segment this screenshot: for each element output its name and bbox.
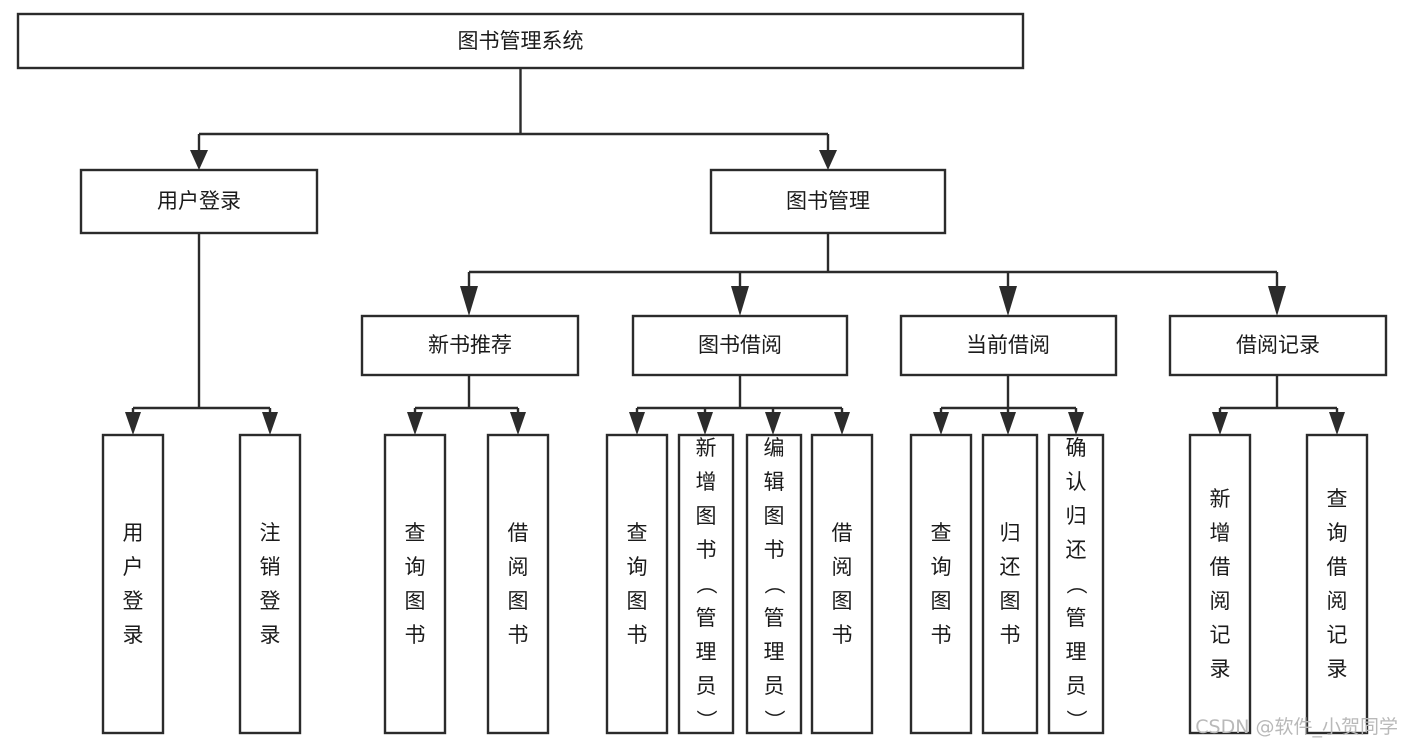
node-leaf-borrow-book-1[interactable]: 借阅图书 [486,433,550,735]
node-root-box[interactable] [16,12,1025,70]
svg-text:）: ） [762,710,786,731]
node-leaf-edit-book-box[interactable] [745,433,803,735]
arrow-head-leaf-add-book [697,412,713,435]
node-leaf-edit-book[interactable]: 编辑图书管理员 （ ） [745,433,803,735]
node-leaf-user-logout[interactable]: 注销登录 [238,433,302,735]
node-leaf-query-book-1[interactable]: 查询图书 [383,433,447,735]
node-borrow-record[interactable]: 借阅记录 [1168,314,1388,377]
node-book-borrow-box[interactable] [631,314,849,377]
arrow-head-leaf-query-book-3 [933,412,949,435]
svg-text:（: （ [694,574,718,595]
node-book-management[interactable]: 图书管理 [709,168,947,235]
node-leaf-borrow-book-1-box[interactable] [486,433,550,735]
arrow-head-leaf-query-book-1 [407,412,423,435]
node-leaf-add-record[interactable]: 新增借阅记录 [1188,433,1252,735]
arrow-head-borrow-record [1268,286,1286,316]
node-current-borrow-box[interactable] [899,314,1118,377]
node-leaf-add-book-label: 新增图书管理员 [696,436,717,698]
arrow-head-new-book-recommend [460,286,478,316]
node-current-borrow[interactable]: 当前借阅 [899,314,1118,377]
node-leaf-query-book-2[interactable]: 查询图书 [605,433,669,735]
node-leaf-borrow-book-2[interactable]: 借阅图书 [810,433,874,735]
node-leaf-edit-book-label: 编辑图书管理员 [764,436,785,698]
node-leaf-user-login-label: 用户登录 [123,521,144,647]
node-book-borrow-label: 图书借阅 [698,333,782,357]
node-leaf-confirm-return-box[interactable] [1047,433,1105,735]
node-leaf-add-book-box[interactable] [677,433,735,735]
node-leaf-return-book-label: 归还图书 [1000,521,1021,647]
svg-text:）: ） [1064,710,1088,731]
node-root[interactable]: 图书管理系统 [16,12,1025,70]
leaf-layer: 用户登录 注销登录 查询图书 借阅图书 查询图书 新 [101,433,1369,735]
node-leaf-user-login-box[interactable] [101,433,165,735]
arrow-head-leaf-user-logout [262,412,278,435]
node-leaf-return-book[interactable]: 归还图书 [981,433,1039,735]
node-leaf-return-book-box[interactable] [981,433,1039,735]
node-new-book-recommend-box[interactable] [360,314,580,377]
node-leaf-user-login[interactable]: 用户登录 [101,433,165,735]
node-user-login-box[interactable] [79,168,319,235]
svg-text:）: ） [694,710,718,731]
arrow-head-book-management [819,150,837,170]
node-leaf-query-record-label: 查询借阅记录 [1327,487,1348,681]
node-leaf-query-book-1-box[interactable] [383,433,447,735]
node-leaf-confirm-return-label: 确认归还管理员 [1066,436,1087,698]
arrow-head-leaf-borrow-book-2 [834,412,850,435]
arrow-head-leaf-borrow-book-1 [510,412,526,435]
arrow-head-leaf-query-book-2 [629,412,645,435]
node-leaf-query-book-3[interactable]: 查询图书 [909,433,973,735]
node-leaf-add-book[interactable]: 新增图书管理员 （ ） [677,433,735,735]
arrow-head-user-login [190,150,208,170]
node-leaf-borrow-book-2-label: 借阅图书 [832,521,853,647]
node-leaf-query-book-1-label: 查询图书 [405,521,426,647]
node-borrow-record-label: 借阅记录 [1236,333,1320,357]
connector-layer [125,68,1345,435]
arrow-head-book-borrow [731,286,749,316]
arrow-head-leaf-add-record [1212,412,1228,435]
node-book-borrow[interactable]: 图书借阅 [631,314,849,377]
csdn-watermark: CSDN @软件_小贺同学 [1195,716,1398,738]
node-user-login-label: 用户登录 [157,189,241,213]
node-leaf-query-book-2-label: 查询图书 [627,521,648,647]
node-new-book-recommend-label: 新书推荐 [428,333,512,357]
arrow-head-leaf-query-record [1329,412,1345,435]
node-leaf-user-logout-box[interactable] [238,433,302,735]
arrow-head-leaf-confirm-return [1068,412,1084,435]
node-borrow-record-box[interactable] [1168,314,1388,377]
node-leaf-query-book-2-box[interactable] [605,433,669,735]
node-leaf-confirm-return[interactable]: 确认归还管理员 （ ） [1047,433,1105,735]
node-current-borrow-label: 当前借阅 [966,333,1050,357]
node-user-login[interactable]: 用户登录 [79,168,319,235]
node-book-management-label: 图书管理 [786,189,870,213]
node-leaf-add-record-box[interactable] [1188,433,1252,735]
arrow-head-leaf-user-login [125,412,141,435]
node-leaf-add-record-label: 新增借阅记录 [1210,487,1231,681]
node-new-book-recommend[interactable]: 新书推荐 [360,314,580,377]
arrow-head-current-borrow [999,286,1017,316]
node-leaf-borrow-book-2-box[interactable] [810,433,874,735]
node-leaf-query-book-3-box[interactable] [909,433,973,735]
svg-text:（: （ [762,574,786,595]
arrow-head-leaf-edit-book [765,412,781,435]
node-leaf-borrow-book-1-label: 借阅图书 [508,521,529,647]
node-book-management-box[interactable] [709,168,947,235]
node-leaf-user-logout-label: 注销登录 [260,521,281,647]
node-leaf-query-record[interactable]: 查询借阅记录 [1305,433,1369,735]
node-root-label: 图书管理系统 [458,29,584,53]
svg-text:（: （ [1064,574,1088,595]
arrow-head-leaf-return-book [1000,412,1016,435]
node-leaf-query-record-box[interactable] [1305,433,1369,735]
node-leaf-query-book-3-label: 查询图书 [931,521,952,647]
